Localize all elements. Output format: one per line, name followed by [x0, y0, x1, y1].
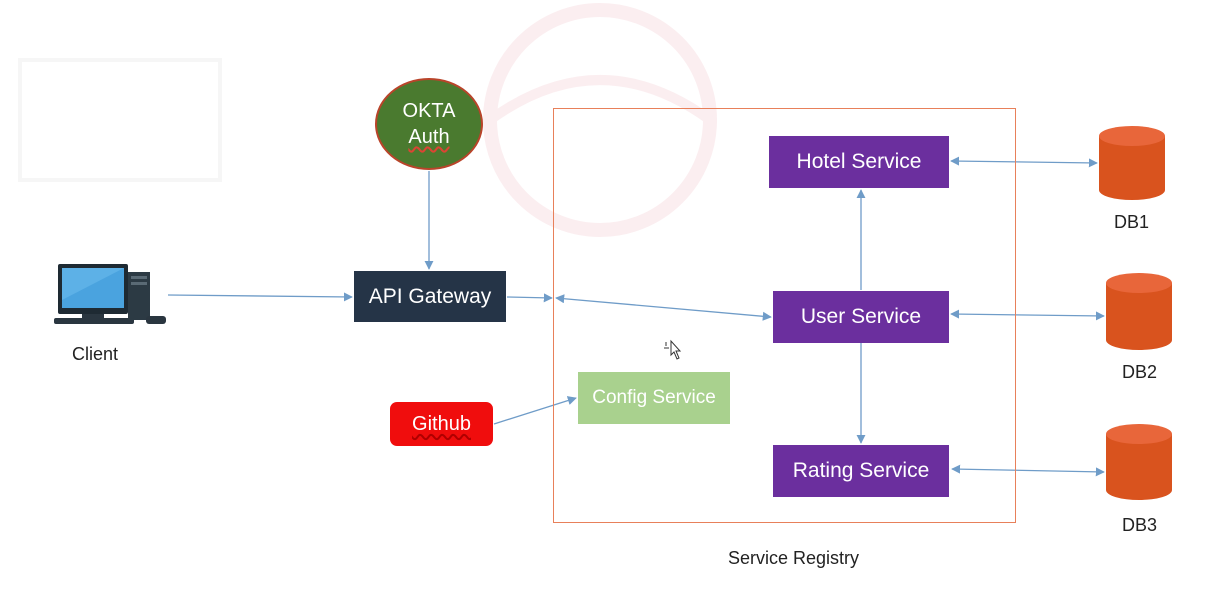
- config-service-label: Config Service: [592, 387, 716, 408]
- cursor-icon: [664, 339, 682, 360]
- database-icon-db2: [1106, 273, 1172, 350]
- db1-label: DB1: [1114, 212, 1150, 232]
- background-decoration: [18, 3, 717, 237]
- github-node[interactable]: Github: [390, 402, 493, 446]
- edge-github-config: [493, 396, 577, 425]
- rating-service-label: Rating Service: [792, 459, 930, 482]
- db3-label: DB3: [1122, 515, 1158, 535]
- rating-service-node[interactable]: Rating Service: [773, 445, 949, 497]
- database-icon-db3: [1106, 424, 1172, 500]
- auth-label: Auth: [408, 126, 450, 148]
- edge-client-gateway: [167, 292, 353, 302]
- api-gateway-label: API Gateway: [368, 284, 492, 308]
- edge-rating-db3: [951, 464, 1105, 477]
- user-service-label: User Service: [800, 305, 922, 328]
- edge-user-db2: [950, 309, 1105, 321]
- service-registry-boundary: [553, 108, 1016, 523]
- database-icon-db1: [1099, 126, 1165, 200]
- edge-gateway-registry: [506, 293, 553, 303]
- hotel-service-label: Hotel Service: [796, 150, 922, 173]
- client-label: Client: [72, 344, 119, 364]
- db2-label: DB2: [1122, 362, 1158, 382]
- api-gateway-node[interactable]: API Gateway: [354, 271, 506, 322]
- edge-hotel-db1: [950, 156, 1098, 168]
- user-service-node[interactable]: User Service: [773, 291, 949, 343]
- edge-registry-user: [555, 294, 772, 321]
- github-label: Github: [412, 412, 471, 435]
- service-registry-label: Service Registry: [728, 548, 860, 568]
- hotel-service-node[interactable]: Hotel Service: [769, 136, 949, 188]
- computer-icon: [54, 264, 166, 324]
- config-service-node[interactable]: Config Service: [578, 372, 730, 424]
- okta-auth-node[interactable]: OKTA Auth: [375, 78, 483, 170]
- okta-label: OKTA: [402, 100, 456, 122]
